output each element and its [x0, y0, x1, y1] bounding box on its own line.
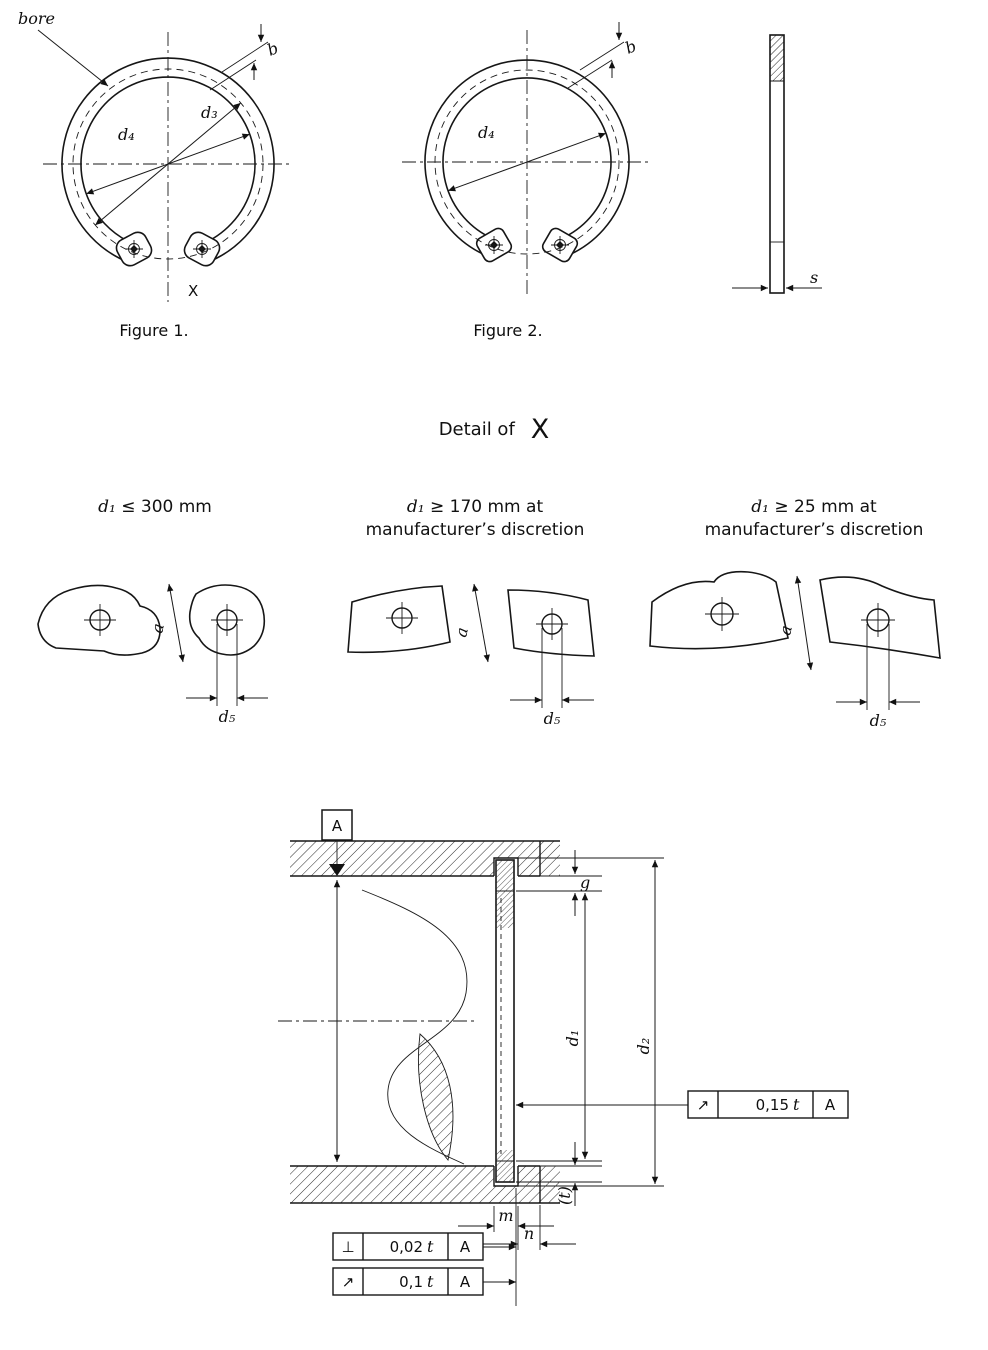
- g-dimension: g: [571, 850, 590, 916]
- ring-side-view: s: [732, 34, 822, 294]
- fig1-ring: [43, 32, 293, 302]
- side-view-strip: [769, 34, 785, 294]
- b-dim-label: b: [622, 36, 639, 57]
- d2-dimension: d₂: [634, 860, 659, 1184]
- d5-dim-label: d₅: [544, 709, 561, 728]
- perpendicularity-tolerance-frame: ⊥ 0,02 t A: [332, 1232, 516, 1261]
- tolerance-var: t: [427, 1272, 434, 1291]
- tolerance-datum: A: [460, 1273, 471, 1291]
- figure-2-drawing: d₄ b Figure 2.: [402, 22, 652, 340]
- condition-2-text: ≥ 170 mm at: [430, 497, 544, 517]
- d3-dim-label: d₃: [201, 103, 218, 122]
- condition-3-text: ≥ 25 mm at: [774, 497, 877, 517]
- tolerance-datum: A: [825, 1096, 836, 1114]
- extension-lines: [493, 857, 664, 1306]
- lug-detail-drawings: a d₅ a d₅: [37, 570, 941, 730]
- housing-section: [290, 840, 560, 1204]
- detail-condition-2: d₁ ≥ 170 mm at manufacturer’s discretion: [310, 496, 640, 542]
- figure-1-drawing: bore d₃ d₄ b X Figure 1.: [18, 9, 293, 340]
- condition-3-note: manufacturer’s discretion: [704, 520, 924, 540]
- fig2-ring: [402, 30, 652, 298]
- detail-of-x-title: Detail of X: [0, 414, 988, 445]
- detail-conditions: d₁ ≤ 300 mm d₁ ≥ 170 mm at manufacturer’…: [0, 496, 988, 542]
- lug-detail-variant-2: a d₅: [347, 583, 595, 728]
- bore-label: bore: [18, 9, 55, 28]
- shaft-break-line: [361, 889, 468, 1165]
- runout-tolerance-frame-2: ↗ 0,1 t A: [332, 1267, 516, 1296]
- t-dim-label: (t): [555, 1186, 574, 1205]
- d4-dim-label: d₄: [118, 125, 135, 144]
- a-dim-label: a: [451, 626, 472, 639]
- d5-dim-label: d₅: [870, 711, 887, 730]
- d5-dim-label: d₅: [219, 707, 236, 726]
- m-dim-label: m: [498, 1206, 513, 1225]
- runout-icon: ↗: [697, 1096, 710, 1114]
- n-dimension: n: [482, 1224, 576, 1248]
- condition-1-text: ≤ 300 mm: [121, 497, 212, 517]
- a-dim-label: a: [775, 624, 796, 637]
- detail-condition-1: d₁ ≤ 300 mm: [0, 496, 310, 542]
- datum-a-flag: A: [321, 809, 353, 1162]
- detail-condition-3: d₁ ≥ 25 mm at manufacturer’s discretion: [640, 496, 988, 542]
- tolerance-value: 0,1: [399, 1273, 423, 1291]
- b-dim-label: b: [264, 38, 281, 59]
- perpendicularity-icon: ⊥: [341, 1238, 354, 1256]
- condition-3-var: d₁: [751, 497, 769, 517]
- datum-triangle: [329, 864, 345, 876]
- runout-tolerance-frame: ↗ 0,15 t A: [516, 1090, 849, 1119]
- a-dim-label: a: [147, 622, 168, 635]
- figure-2-caption: Figure 2.: [473, 321, 542, 340]
- lug-detail-variant-3: a d₅: [649, 570, 941, 730]
- datum-a-letter: A: [332, 817, 343, 835]
- condition-2-var: d₁: [406, 497, 425, 517]
- tolerance-value: 0,15: [756, 1096, 789, 1114]
- condition-2-note: manufacturer’s discretion: [365, 520, 585, 540]
- figure-1-caption: Figure 1.: [119, 321, 188, 340]
- d4-dim-label: d₄: [478, 123, 495, 142]
- tolerance-datum: A: [460, 1238, 471, 1256]
- d1-dim-label: d₁: [563, 1030, 582, 1047]
- g-dim-label: g: [580, 873, 590, 892]
- s-dimension: s: [732, 268, 822, 292]
- m-dimension: m: [458, 1206, 554, 1230]
- lug-detail-variant-1: a d₅: [37, 583, 268, 726]
- tolerance-var: t: [793, 1095, 800, 1114]
- ring-cross-section: [495, 859, 515, 1183]
- s-dim-label: s: [810, 268, 818, 287]
- installation-section-drawing: A g d₁: [278, 809, 849, 1306]
- condition-1-var: d₁: [98, 497, 116, 517]
- detail-title-text: Detail of: [438, 419, 515, 440]
- t-dimension: (t): [555, 1142, 579, 1206]
- runout-icon: ↗: [342, 1273, 355, 1291]
- detail-title-x: X: [530, 414, 550, 445]
- tolerance-var: t: [427, 1237, 434, 1256]
- tolerance-value: 0,02: [390, 1238, 423, 1256]
- fig1-dimensions: bore d₃ d₄ b X: [18, 9, 281, 300]
- detail-x-marker: X: [188, 282, 198, 300]
- d2-dim-label: d₂: [634, 1038, 653, 1055]
- d1-dimension: d₁: [563, 893, 589, 1159]
- n-dim-label: n: [524, 1224, 534, 1243]
